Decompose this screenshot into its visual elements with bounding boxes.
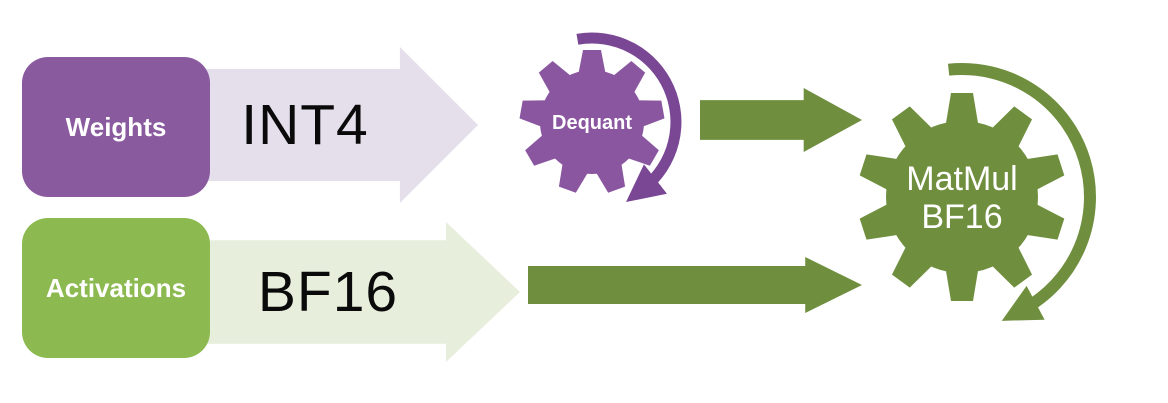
matmul-label-line2: BF16 xyxy=(921,198,1002,236)
dequant-gear-body xyxy=(519,50,665,193)
dequant-label: Dequant xyxy=(552,112,632,134)
matmul-cycle-arrow-icon xyxy=(947,63,1096,321)
activations-node: Activations xyxy=(22,218,210,358)
int4-label: INT4 xyxy=(241,93,369,157)
activations-label: Activations xyxy=(45,272,187,303)
matmul-gear-icon: MatMul BF16 xyxy=(859,63,1096,321)
weights-node: Weights xyxy=(22,57,210,197)
matmul-label-line1: MatMul xyxy=(906,160,1017,198)
dequant-gear-icon: Dequant xyxy=(519,32,682,203)
matmul-gear-body xyxy=(859,93,1065,301)
dequant-cycle-arrow-icon xyxy=(576,32,682,203)
activations-to-matmul-arrow xyxy=(528,257,862,313)
bf16-flow-arrow: BF16 xyxy=(150,222,520,362)
weights-label: Weights xyxy=(65,111,167,142)
bf16-label: BF16 xyxy=(257,260,399,324)
